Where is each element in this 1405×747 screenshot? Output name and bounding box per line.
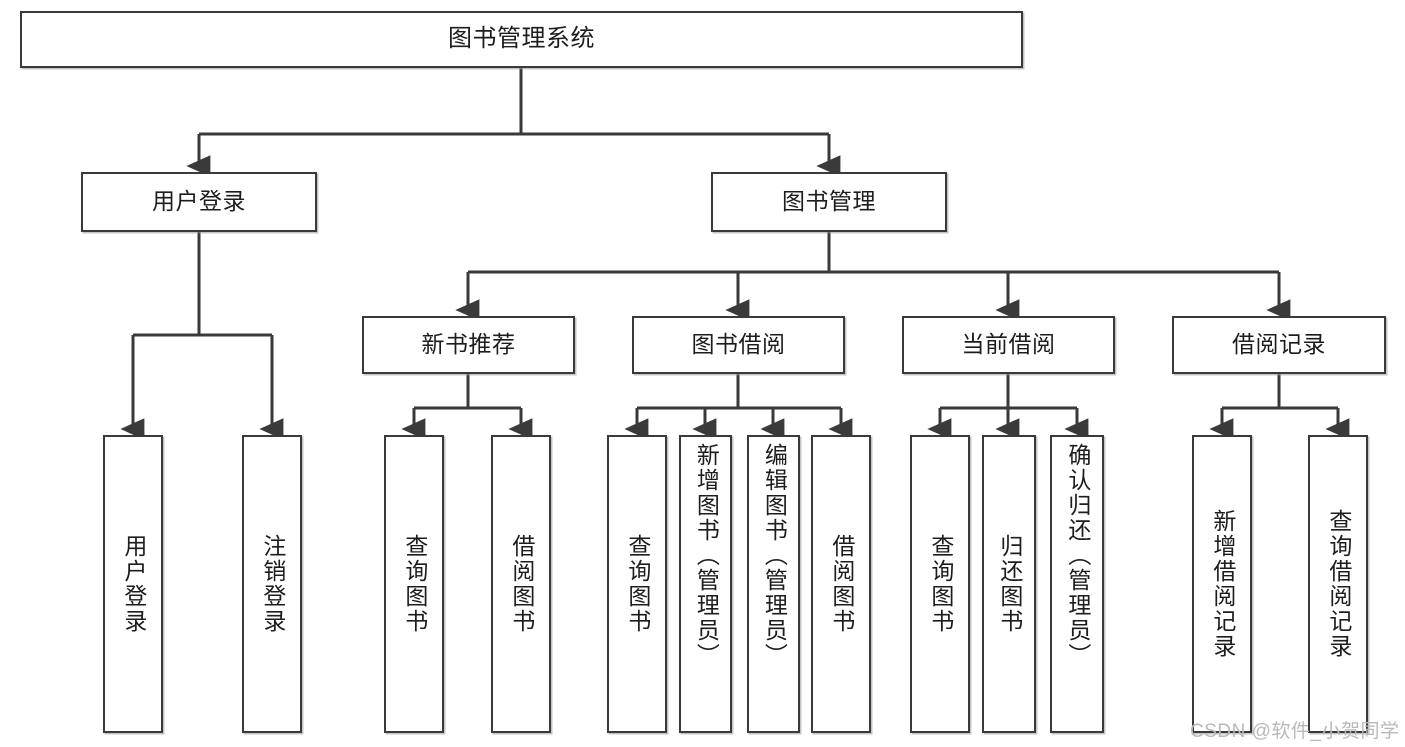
- node-root-system[interactable]: 图书管理系统: [20, 11, 1023, 68]
- leaf-confirm-return-admin[interactable]: 确认归还（管理员）: [1050, 435, 1104, 733]
- node-label: 新增图书（管理员）: [693, 443, 720, 668]
- node-label: 借阅图书: [828, 534, 855, 634]
- leaf-user-logout[interactable]: 注销登录: [242, 435, 302, 733]
- node-label: 图书借阅: [691, 331, 786, 358]
- watermark-text: CSDN @软件_小贺同学: [1190, 721, 1400, 742]
- node-book-borrow[interactable]: 图书借阅: [632, 316, 845, 374]
- node-label: 注销登录: [259, 534, 286, 634]
- leaf-borrow-book[interactable]: 借阅图书: [811, 435, 871, 733]
- node-label: 确认归还（管理员）: [1064, 443, 1091, 668]
- node-label: 查询借阅记录: [1325, 509, 1352, 659]
- node-label: 编辑图书（管理员）: [761, 443, 788, 668]
- leaf-query-book-current[interactable]: 查询图书: [910, 435, 970, 733]
- node-label: 查询图书: [624, 534, 651, 634]
- node-label: 新书推荐: [421, 331, 516, 358]
- node-book-management[interactable]: 图书管理: [711, 172, 947, 232]
- leaf-query-book-recommend[interactable]: 查询图书: [384, 435, 444, 733]
- node-label: 查询图书: [927, 534, 954, 634]
- node-label: 当前借阅: [961, 331, 1056, 358]
- node-new-book-recommend[interactable]: 新书推荐: [362, 316, 575, 374]
- node-label: 图书管理: [782, 188, 876, 215]
- node-label: 归还图书: [996, 534, 1023, 634]
- node-label: 新增借阅记录: [1209, 509, 1236, 659]
- leaf-return-book[interactable]: 归还图书: [982, 435, 1036, 733]
- leaf-query-borrow-record[interactable]: 查询借阅记录: [1308, 435, 1368, 733]
- leaf-user-login[interactable]: 用户登录: [103, 435, 163, 733]
- leaf-query-book-borrow[interactable]: 查询图书: [607, 435, 667, 733]
- leaf-add-borrow-record[interactable]: 新增借阅记录: [1192, 435, 1252, 733]
- node-label: 借阅记录: [1232, 331, 1326, 358]
- node-current-borrow[interactable]: 当前借阅: [902, 316, 1115, 374]
- node-label: 用户登录: [152, 188, 246, 215]
- leaf-borrow-book-recommend[interactable]: 借阅图书: [491, 435, 551, 733]
- node-label: 图书管理系统: [448, 25, 595, 53]
- node-label: 查询图书: [401, 534, 428, 634]
- leaf-edit-book-admin[interactable]: 编辑图书（管理员）: [747, 435, 800, 733]
- node-label: 借阅图书: [508, 534, 535, 634]
- node-borrow-record[interactable]: 借阅记录: [1172, 316, 1386, 374]
- node-label: 用户登录: [120, 534, 147, 634]
- node-user-login[interactable]: 用户登录: [81, 172, 317, 232]
- leaf-add-book-admin[interactable]: 新增图书（管理员）: [679, 435, 732, 733]
